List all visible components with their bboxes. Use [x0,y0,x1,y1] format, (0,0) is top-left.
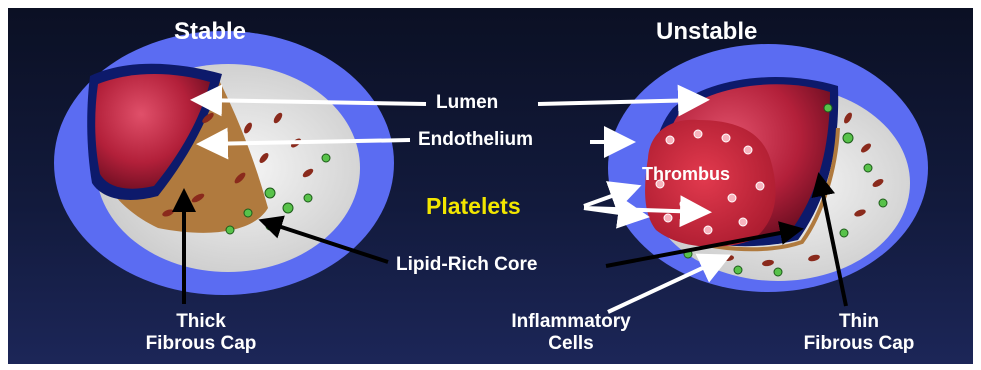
inflammatory-arrow [608,258,724,312]
label-thrombus: Thrombus [642,164,730,185]
label-thick-fibrous-cap: Thick Fibrous Cap [126,311,276,355]
label-lipid-rich-core: Lipid-Rich Core [396,254,537,276]
label-thin-fibrous-cap: Thin Fibrous Cap [784,311,934,355]
label-thin-cap-line1: Thin [784,311,934,333]
diagram-panel: Stable Unstable Lumen Endothelium Thromb… [8,8,973,364]
label-thick-cap-line2: Fibrous Cap [126,333,276,355]
label-platelets: Platelets [426,193,521,219]
label-inflammatory-cells: Inflammatory Cells [486,311,656,355]
label-thick-cap-line1: Thick [126,311,276,333]
label-endothelium: Endothelium [418,129,533,151]
label-lumen: Lumen [436,92,498,114]
label-inflammatory-line2: Cells [486,333,656,355]
label-thin-cap-line2: Fibrous Cap [784,333,934,355]
title-unstable: Unstable [656,18,757,46]
title-stable: Stable [174,18,246,46]
stable-plaque [54,31,394,295]
label-inflammatory-line1: Inflammatory [486,311,656,333]
